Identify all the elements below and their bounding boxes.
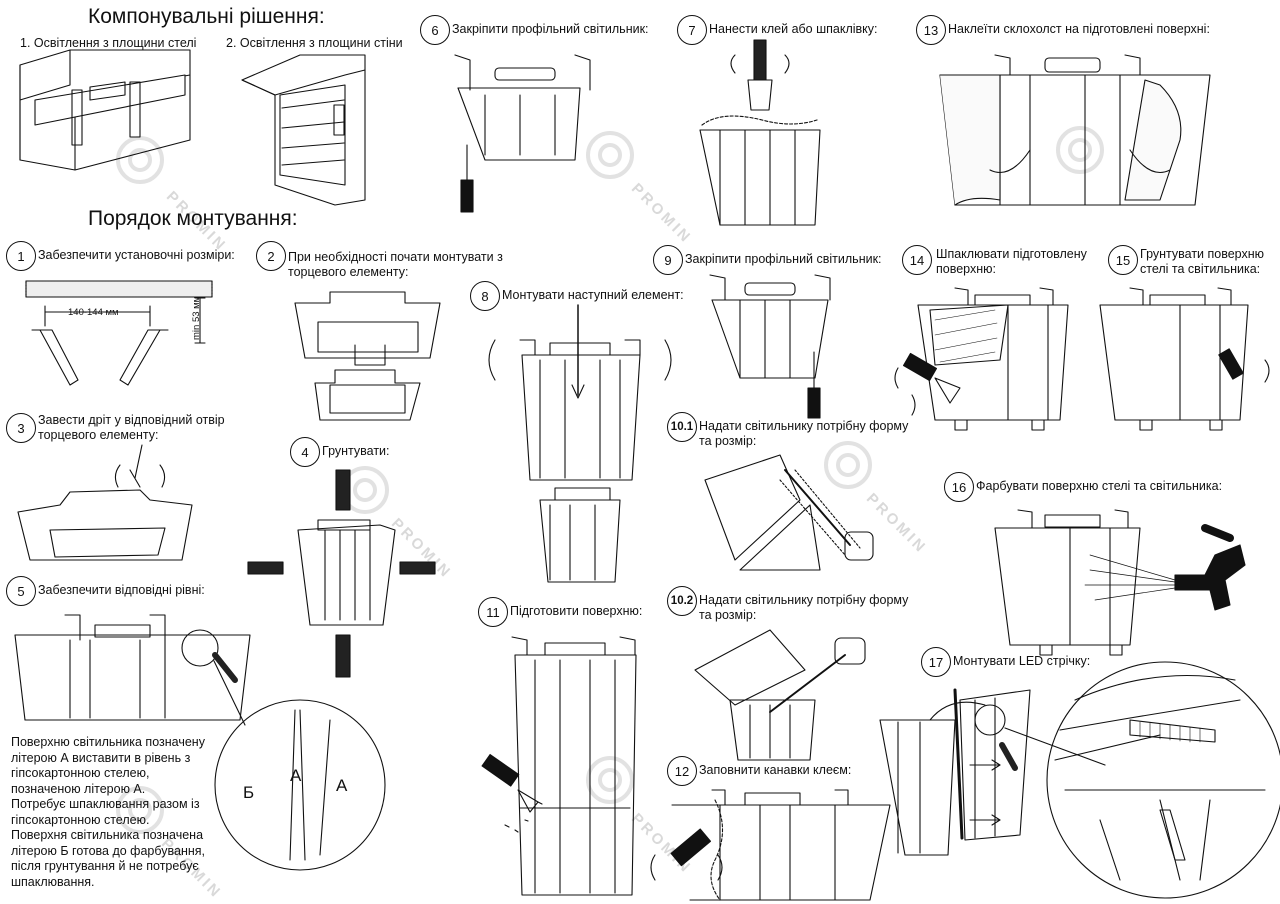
step11-drawing [481, 636, 637, 896]
step-caption: Грунтувати: [322, 444, 390, 458]
step-caption: Надати світильнику потрібну форму [699, 419, 909, 433]
step17-drawing [879, 661, 1280, 899]
step10-2-drawing [694, 629, 866, 761]
step14-drawing [894, 287, 1069, 431]
step13-drawing [939, 54, 1211, 206]
step16-drawing [994, 509, 1246, 656]
step3-drawing [17, 444, 193, 561]
step-number: 17 [921, 647, 951, 677]
step4-drawing [247, 469, 436, 678]
step-number: 5 [6, 576, 36, 606]
step15-drawing [1099, 287, 1270, 431]
layout-option-ceiling: 1. Освітлення з площини стелі [20, 36, 197, 50]
step-caption: Закріпити профільний світильник: [685, 252, 882, 266]
note-line: після грунтування й не потребує [11, 859, 199, 873]
step-caption: При необхідності почати монтувати з [288, 250, 503, 264]
note-line: літерою А виставити в рівень з [11, 750, 191, 765]
surface-note: Поверхню світильника позначену літерою А… [11, 735, 221, 890]
step-number: 1 [6, 241, 36, 271]
step-caption: Надати світильнику потрібну форму [699, 593, 909, 607]
step10-1-drawing [704, 454, 874, 571]
note-line: шпаклювання. [11, 874, 95, 889]
step-caption: Забезпечити установочні розміри: [38, 248, 235, 262]
step5-drawing [14, 614, 386, 871]
step-caption: Закріпити профільний світильник: [452, 22, 649, 36]
step-caption: Монтувати наступний елемент: [502, 288, 684, 302]
step9-drawing [709, 274, 831, 419]
step-number: 9 [653, 245, 683, 275]
layout-heading: Компонувальні рішення: [88, 5, 325, 28]
step8-drawing [488, 304, 672, 583]
step-caption-line2: та розмір: [699, 434, 757, 448]
step-caption: Завести дріт у відповідний отвір [38, 413, 225, 427]
step-number: 2 [256, 241, 286, 271]
order-heading: Порядок монтування: [88, 207, 298, 230]
step-number: 13 [916, 15, 946, 45]
step-caption-line2: торцевого елементу: [38, 428, 159, 442]
surface-letter-a: А [336, 776, 348, 795]
step-caption-line2: торцевого елементу: [288, 265, 409, 279]
surface-letter-b: Б [243, 783, 255, 802]
surface-letter-a: А [290, 766, 302, 785]
step2-drawing [294, 291, 441, 421]
note-line: гіпсокартонною стелею, [11, 766, 150, 780]
step-number: 7 [677, 15, 707, 45]
note-line: Потребує шпаклювання разом із [11, 797, 200, 811]
step-caption-line2: поверхню: [936, 262, 996, 276]
step-number: 14 [902, 245, 932, 275]
step-caption: Фарбувати поверхню стелі та світильника: [976, 479, 1223, 493]
step-number: 8 [470, 281, 500, 311]
note-line: гіпсокартонною стелею. [11, 812, 150, 827]
wall-layout-drawing [241, 54, 366, 206]
step-caption: Монтувати LED стрічку: [953, 654, 1091, 668]
step-caption: Підготовити поверхню: [510, 604, 643, 618]
step-caption: Забезпечити відповідні рівні: [38, 583, 205, 597]
ceiling-layout-drawing [19, 49, 191, 171]
note-line: Поверхня світильника позначена [11, 828, 204, 842]
step-caption-line2: та розмір: [699, 608, 757, 622]
note-line: Поверхню світильника позначену [11, 735, 205, 749]
step-number: 12 [667, 756, 697, 786]
step1-drawing [25, 280, 213, 386]
step-caption: Наклеїти склохолст на підготовлені повер… [948, 22, 1210, 36]
note-line: літерою Б готова до фарбування, [11, 843, 206, 858]
step-number: 11 [478, 597, 508, 627]
step-caption-line2: стелі та світильника: [1140, 262, 1261, 276]
step-number: 10.1 [667, 412, 697, 442]
step-number: 10.2 [667, 586, 697, 616]
step-caption: Заповнити канавки клеєм: [699, 763, 852, 777]
step-caption: Шпаклювати підготовлену [936, 247, 1087, 261]
step-number: 15 [1108, 245, 1138, 275]
step12-drawing [650, 789, 891, 901]
step-number: 16 [944, 472, 974, 502]
layout-option-wall: 2. Освітлення з площини стіни [226, 36, 403, 50]
step-number: 4 [290, 437, 320, 467]
note-line: позначеною літерою А. [11, 781, 146, 796]
step-number: 6 [420, 15, 450, 45]
step6-drawing [454, 54, 591, 213]
dimension-height-label: min 53 мм [191, 295, 202, 340]
dimension-width-label: 140-144 мм [68, 307, 119, 318]
step7-drawing [699, 39, 821, 226]
step-caption: Грунтувати поверхню [1140, 247, 1265, 261]
step-caption: Нанести клей або шпаклівку: [709, 22, 878, 36]
step-number: 3 [6, 413, 36, 443]
